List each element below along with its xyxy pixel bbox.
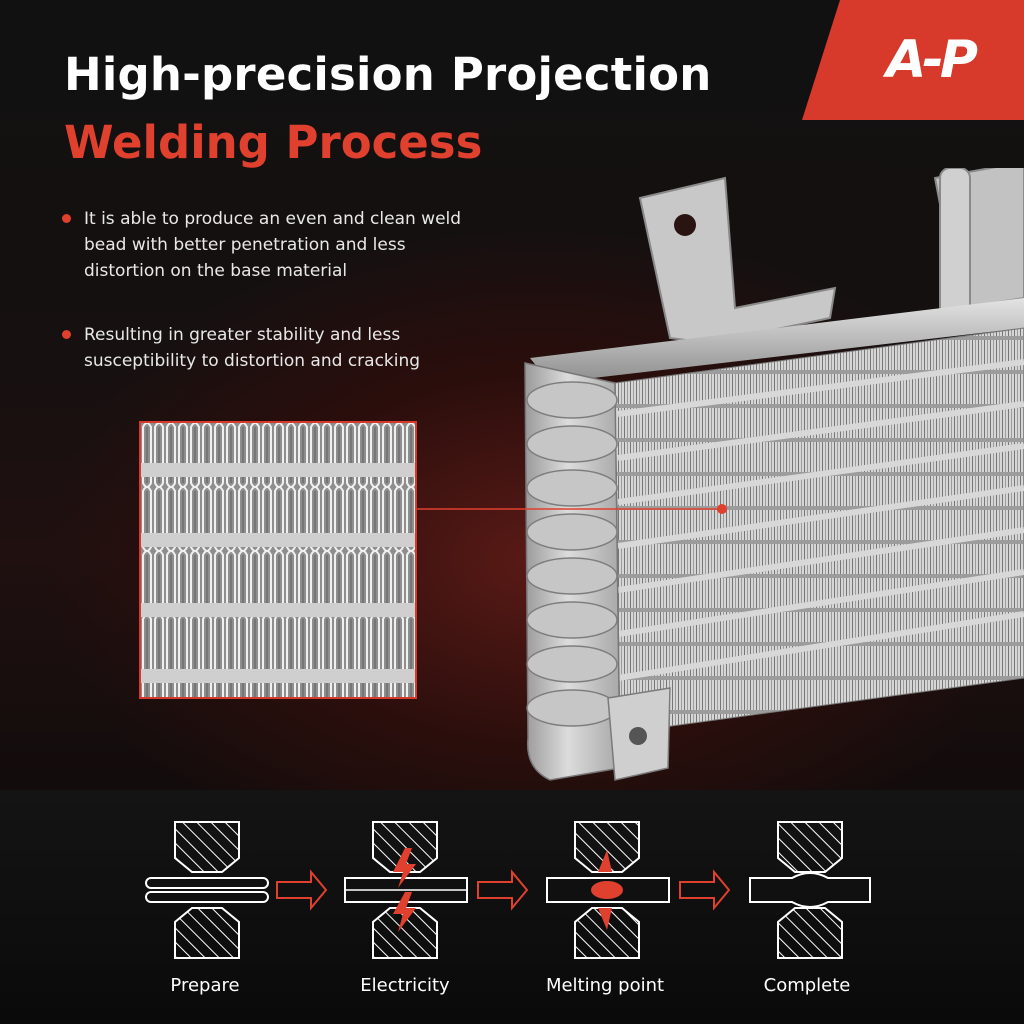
step-electricity-icon bbox=[344, 821, 468, 959]
step-label-melting-point: Melting point bbox=[545, 975, 665, 996]
step-label-electricity: Electricity bbox=[360, 975, 450, 996]
arrow-right-icon bbox=[679, 869, 731, 911]
step-label-complete: Complete bbox=[763, 975, 851, 996]
arrow-right-icon bbox=[477, 869, 529, 911]
step-melting-point-icon bbox=[546, 821, 670, 959]
page-subtitle: Welding Process bbox=[64, 116, 483, 169]
step-complete-icon bbox=[749, 821, 871, 959]
callout-line bbox=[417, 504, 727, 514]
feature-text: It is able to produce an even and clean … bbox=[84, 209, 462, 281]
feature-text: Resulting in greater stability and less … bbox=[84, 325, 421, 371]
page-title: High-precision Projection bbox=[64, 48, 712, 101]
process-steps: Prepare Electricity Melting point Comple… bbox=[0, 810, 1024, 1020]
step-label-prepare: Prepare bbox=[170, 975, 240, 996]
bullet-dot-icon bbox=[62, 330, 71, 339]
arrow-right-icon bbox=[276, 869, 328, 911]
bullet-dot-icon bbox=[62, 214, 71, 223]
brand-logo: A-P bbox=[886, 30, 978, 90]
feature-list: It is able to produce an even and clean … bbox=[62, 206, 482, 412]
brand-logo-tab bbox=[802, 0, 1024, 120]
step-prepare-icon bbox=[145, 821, 269, 959]
feature-item: It is able to produce an even and clean … bbox=[62, 206, 482, 284]
weld-detail-zoom bbox=[139, 421, 417, 699]
feature-item: Resulting in greater stability and less … bbox=[62, 322, 482, 374]
oil-cooler-image bbox=[524, 168, 1024, 781]
process-diagram bbox=[145, 821, 871, 959]
